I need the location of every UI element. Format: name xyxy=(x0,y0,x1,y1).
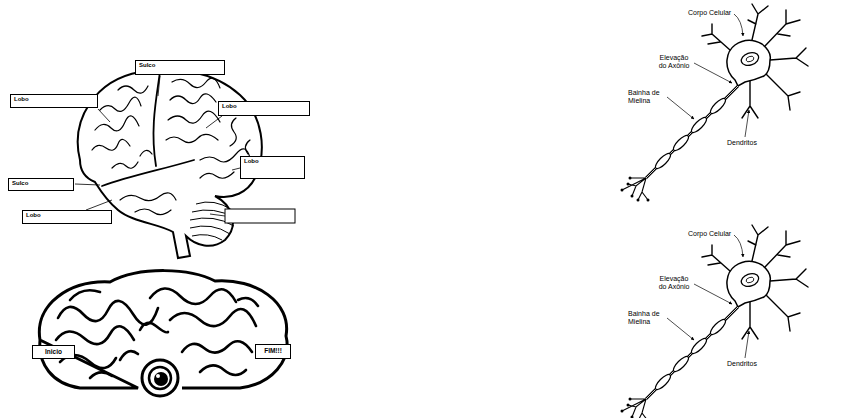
maze-eye xyxy=(156,374,160,378)
part-label: Elevação do Axônio xyxy=(655,275,693,290)
leader-line xyxy=(98,109,110,122)
brain-gyri xyxy=(100,97,141,111)
leader-line xyxy=(75,76,240,216)
part-label: Dendritos xyxy=(727,139,757,147)
brain-gyri xyxy=(245,140,250,154)
brain-gyri xyxy=(112,162,138,168)
leader-line xyxy=(206,116,222,128)
brain-gyri xyxy=(172,78,220,88)
box-label: Lobo xyxy=(241,157,304,165)
answer-box: Lobo xyxy=(22,210,112,224)
cerebellum-folia xyxy=(192,235,222,240)
box-label: Lobo xyxy=(23,211,111,219)
maze-eye xyxy=(154,372,168,386)
maze-walls xyxy=(90,372,112,378)
leader-line xyxy=(232,168,240,170)
box-label: Inicio xyxy=(33,346,74,355)
box-label: Sulco xyxy=(136,61,224,69)
maze-walls xyxy=(58,301,158,325)
brain-gyri xyxy=(118,86,148,93)
neuron-illustration xyxy=(621,4,809,418)
maze-walls xyxy=(238,298,258,306)
part-label: Elevação do Axônio xyxy=(655,54,693,69)
maze-walls xyxy=(120,351,138,360)
brain-gyri xyxy=(92,139,130,150)
box-label: Lobo xyxy=(219,102,309,110)
brain-gyri xyxy=(140,150,152,156)
part-label: Bainha de Mielina xyxy=(628,89,666,104)
part-label: Corpo Celular xyxy=(688,9,731,17)
leader-line xyxy=(158,76,160,96)
brain-gyri xyxy=(135,209,171,215)
neuron-drawing xyxy=(621,225,809,418)
answer-box: Sulco xyxy=(135,60,225,75)
answer-box: Sulco xyxy=(8,178,74,191)
neuron-drawing xyxy=(621,4,809,202)
brain-outline xyxy=(78,69,262,258)
brain-gyri xyxy=(95,116,139,131)
box-label: FIM!!! xyxy=(256,345,290,354)
maze-end-box: FIM!!! xyxy=(255,344,291,359)
cerebellum-folia xyxy=(190,226,230,234)
maze-brain xyxy=(39,271,287,396)
answer-box: Lobo xyxy=(10,94,98,108)
brain-gyri xyxy=(92,72,250,215)
part-label: Bainha de Mielina xyxy=(628,310,666,325)
box-label: Lobo xyxy=(11,95,97,103)
box-label: Sulco xyxy=(9,179,73,187)
part-label: Elevação do Axônio xyxy=(655,275,693,290)
maze-eye xyxy=(149,367,171,389)
brain-gyri xyxy=(102,160,194,186)
maze-walls xyxy=(150,288,236,304)
part-label: Elevação do Axônio xyxy=(655,54,693,69)
maze-walls xyxy=(70,290,100,300)
brain-gyri xyxy=(153,72,160,166)
part-label: Dendritos xyxy=(727,360,757,368)
maze-walls xyxy=(200,365,246,375)
maze-eye xyxy=(142,360,178,396)
leader-line xyxy=(75,184,100,185)
brain-gyri xyxy=(170,94,216,104)
part-label: Dendritos xyxy=(727,360,757,368)
maze-walls xyxy=(56,326,134,344)
leader-line xyxy=(86,200,112,210)
part-label: Bainha de Mielina xyxy=(628,310,666,325)
answer-box: Lobo xyxy=(240,156,305,179)
part-label: Corpo Celular xyxy=(688,9,731,17)
brain-gyri xyxy=(168,111,220,123)
maze-walls xyxy=(170,309,256,326)
maze-start-box: Inicio xyxy=(32,345,75,359)
brain-gyri xyxy=(120,193,176,201)
part-label: Bainha de Mielina xyxy=(628,89,666,104)
maze-outline xyxy=(39,271,287,388)
brain-gyri xyxy=(166,134,218,142)
part-label: Corpo Celular xyxy=(688,230,731,238)
part-label: Corpo Celular xyxy=(688,230,731,238)
brain-gyri xyxy=(230,118,236,146)
maze-walls xyxy=(140,323,168,333)
part-label: Dendritos xyxy=(727,139,757,147)
maze-walls xyxy=(182,341,252,352)
blank-label-box xyxy=(225,209,295,223)
brain-gyri xyxy=(200,172,234,178)
leader-line xyxy=(210,214,225,216)
answer-box: Lobo xyxy=(218,101,310,116)
